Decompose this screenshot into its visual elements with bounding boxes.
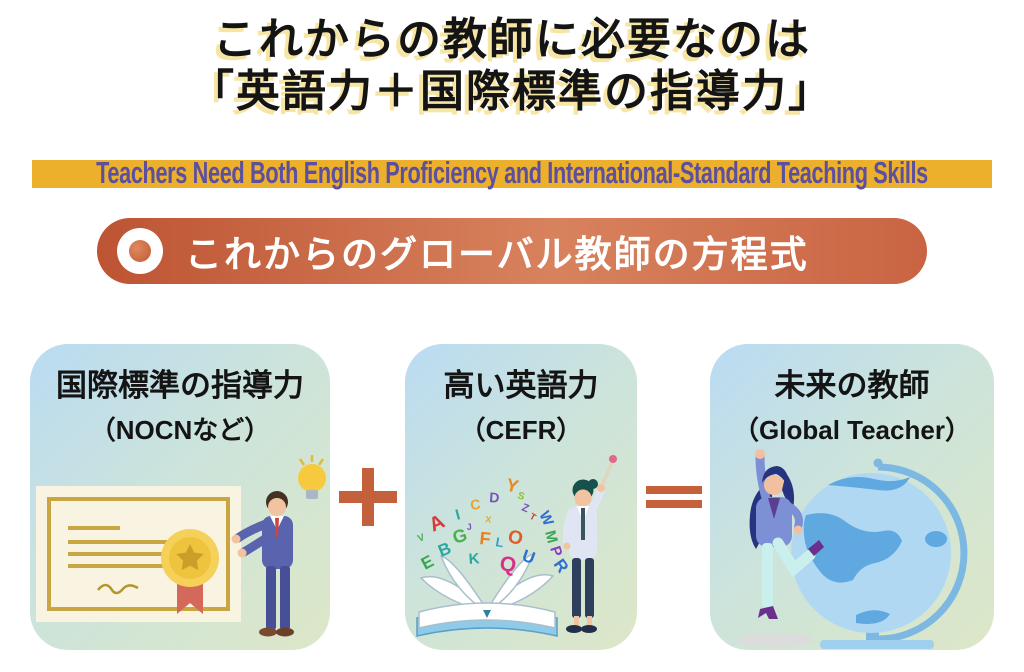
open-book-icon: [416, 552, 558, 637]
page-title-line1: これからの教師に必要なのは: [213, 15, 811, 64]
svg-text:I: I: [454, 506, 462, 524]
certificate-icon: [36, 485, 241, 622]
equation-banner: これからのグローバル教師の方程式: [97, 217, 927, 284]
card-teaching-skills: 国際標準の指導力 （NOCNなど）: [30, 343, 330, 650]
card-future-teacher-subtitle: （Global Teacher）: [733, 415, 971, 446]
svg-text:V: V: [416, 532, 426, 545]
svg-text:J: J: [466, 521, 472, 531]
svg-text:F: F: [479, 528, 492, 549]
svg-text:C: C: [469, 496, 481, 513]
svg-text:Y: Y: [504, 474, 520, 496]
svg-text:Q: Q: [498, 552, 517, 577]
bullseye-icon: [117, 227, 163, 274]
english-subtitle: Teachers Need Both English Proficiency a…: [96, 154, 928, 190]
svg-text:B: B: [435, 538, 454, 560]
globe-icon: [791, 458, 968, 649]
svg-text:D: D: [489, 489, 500, 506]
svg-text:T: T: [528, 511, 538, 523]
svg-text:P: P: [546, 544, 565, 559]
svg-text:S: S: [516, 490, 526, 503]
svg-text:A: A: [426, 510, 448, 536]
card-english-proficiency-title: 高い英語力: [443, 367, 599, 403]
card-future-teacher: 未来の教師 （Global Teacher）: [710, 343, 994, 650]
svg-text:U: U: [520, 546, 538, 568]
svg-text:Z: Z: [520, 501, 531, 515]
page-title-line2: 「英語力＋国際標準の指導力」: [190, 66, 834, 116]
svg-text:L: L: [494, 534, 504, 550]
equation-cards-row: 国際標準の指導力 （NOCNなど）: [30, 343, 994, 650]
svg-text:E: E: [418, 551, 437, 573]
svg-text:M: M: [541, 528, 561, 544]
lightbulb-icon: [298, 454, 326, 499]
page-title: これからの教師に必要なのは「英語力＋国際標準の指導力」: [0, 14, 1024, 118]
plus-icon: [338, 467, 397, 526]
card-teaching-skills-title: 国際標準の指導力: [56, 367, 304, 403]
certificate-and-businessman-illustration: [36, 454, 326, 637]
english-subtitle-highlight: Teachers Need Both English Proficiency a…: [32, 155, 992, 190]
card-future-teacher-title: 未来の教師: [774, 367, 930, 403]
svg-text:K: K: [468, 550, 480, 568]
equation-banner-label: これからのグローバル教師の方程式: [185, 233, 809, 275]
bullseye-icon-dot: [129, 239, 151, 262]
teacher-with-globe-illustration: [738, 448, 968, 649]
equals-icon: [645, 485, 702, 508]
teacher-illustration: [563, 454, 617, 633]
svg-text:G: G: [450, 524, 470, 547]
svg-text:X: X: [485, 514, 492, 525]
card-teaching-skills-subtitle: （NOCNなど）: [89, 415, 271, 446]
svg-text:R: R: [550, 555, 573, 576]
card-english-proficiency-subtitle: （CEFR）: [459, 415, 583, 446]
svg-text:W: W: [535, 508, 557, 529]
celebrating-teacher-illustration: [738, 448, 824, 647]
svg-text:O: O: [506, 526, 525, 550]
businessman-illustration: [231, 490, 294, 637]
